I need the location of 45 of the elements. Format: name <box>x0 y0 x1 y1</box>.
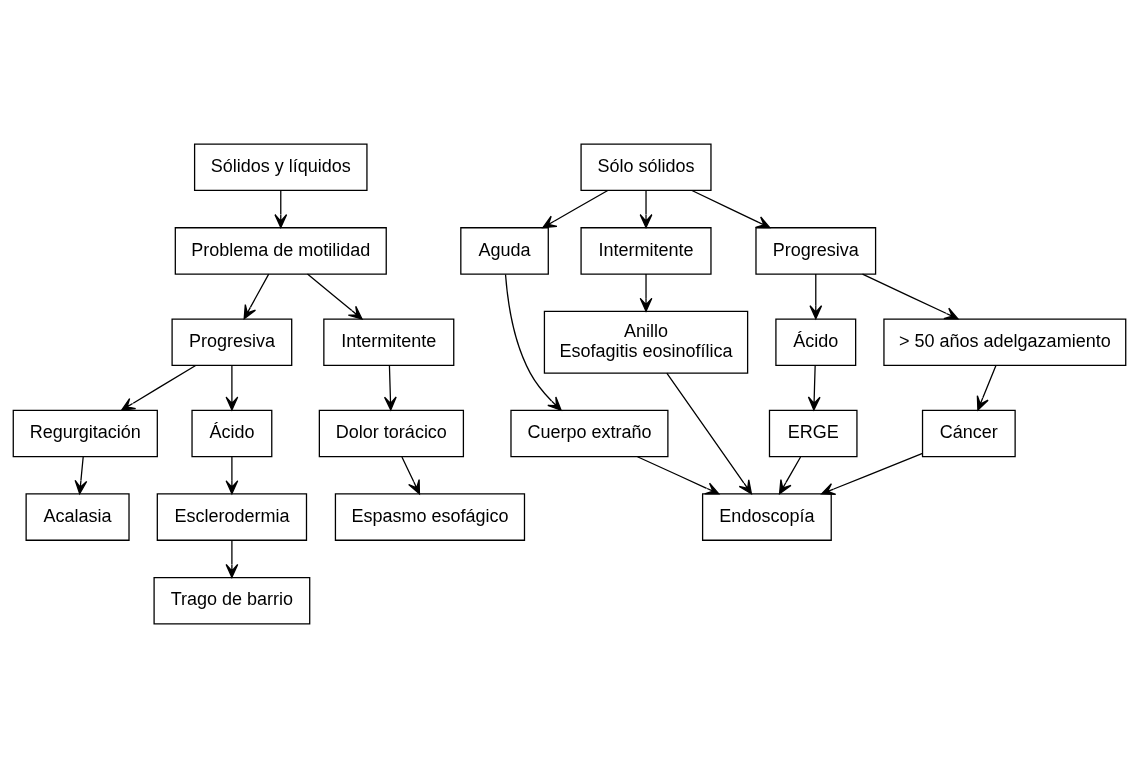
node-box: Cuerpo extraño <box>510 409 669 457</box>
arrow <box>807 364 821 411</box>
node-box: Progresiva <box>171 317 293 366</box>
node-box: Sólidos y líquidos <box>193 143 368 191</box>
arrow <box>666 371 753 494</box>
node-box: Intermitente <box>580 226 712 275</box>
arrow <box>542 189 609 228</box>
node-box: Problema de motilidad <box>174 226 387 275</box>
node-box: Dolor torácico <box>318 409 465 457</box>
node-box: Ácido <box>775 317 857 366</box>
node-box: Cáncer <box>921 409 1016 457</box>
arrow <box>225 455 239 494</box>
arrow <box>120 364 197 411</box>
arrow <box>243 272 270 319</box>
node-box: Endoscopía <box>701 492 832 541</box>
node-box: ERGE <box>768 409 858 457</box>
arrow <box>809 272 823 319</box>
node-box: Espasmo esofágico <box>334 492 526 541</box>
arrow <box>306 272 363 320</box>
arrow <box>636 455 720 495</box>
arrow <box>74 455 88 494</box>
arrow <box>639 189 653 228</box>
node-box: Ácido <box>191 409 273 457</box>
arrow <box>274 189 288 228</box>
arrow <box>778 455 802 494</box>
node-box: Intermitente <box>323 317 455 366</box>
arrow <box>225 539 239 578</box>
arrow <box>691 189 771 228</box>
arrow <box>504 273 562 411</box>
arrow <box>639 272 653 312</box>
node-box: Anillo Esofagitis eosinofílica <box>543 310 749 374</box>
node-box: Sólo sólidos <box>580 143 712 191</box>
node-box: Esclerodermia <box>156 492 308 541</box>
node-box: Acalasia <box>25 492 130 541</box>
arrow <box>820 452 924 495</box>
arrow <box>861 272 959 320</box>
node-box: Regurgitación <box>12 409 158 457</box>
node-box: Trago de barrio <box>153 576 311 624</box>
arrow <box>383 364 397 411</box>
arrow <box>225 364 239 411</box>
node-box: > 50 años adelgazamiento <box>883 317 1127 366</box>
arrow <box>401 455 421 494</box>
node-box: Progresiva <box>755 226 877 275</box>
arrow <box>976 364 997 411</box>
node-box: Aguda <box>460 226 549 275</box>
